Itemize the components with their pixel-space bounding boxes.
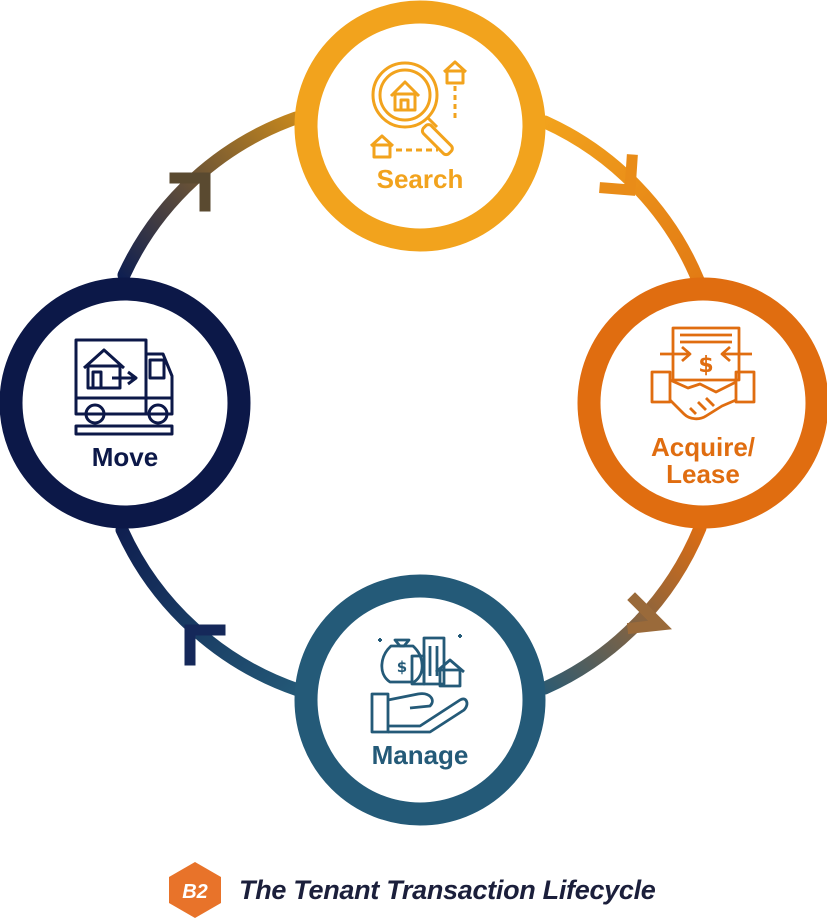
node-label-acquire-line1: Acquire/ — [651, 432, 755, 462]
arc-manage-to-move — [115, 523, 305, 697]
svg-text:$: $ — [698, 353, 713, 378]
arrow-to-acquire — [599, 154, 638, 196]
arrow-to-manage — [626, 592, 672, 635]
cycle-arrows — [169, 154, 672, 666]
badge-label: B2 — [182, 881, 208, 903]
node-label-move: Move — [92, 442, 158, 472]
caption-title: The Tenant Transaction Lifecycle — [239, 874, 656, 905]
b2-badge-icon: B2 — [169, 862, 221, 918]
house-search-icon — [369, 60, 468, 159]
arc-acquire-to-manage — [538, 521, 707, 695]
handshake-contract-icon: $ — [650, 326, 756, 421]
lifecycle-diagram: Search $ Acquire/ Lease $ Manage — [0, 0, 827, 826]
arc-search-to-acquire — [538, 115, 705, 287]
moving-truck-icon — [74, 338, 174, 436]
node-label-manage: Manage — [372, 740, 469, 770]
arrow-to-move — [184, 624, 226, 666]
arrow-to-search — [169, 172, 211, 212]
figure-caption: B2 The Tenant Transaction Lifecycle — [165, 860, 656, 920]
node-move — [0, 277, 251, 529]
node-acquire — [577, 277, 827, 529]
node-search — [294, 0, 546, 252]
svg-text:$: $ — [397, 658, 407, 676]
hand-property-money-icon: $ — [370, 634, 469, 734]
node-label-search: Search — [377, 164, 464, 194]
node-manage — [294, 574, 546, 826]
node-label-acquire-line2: Lease — [666, 459, 740, 489]
